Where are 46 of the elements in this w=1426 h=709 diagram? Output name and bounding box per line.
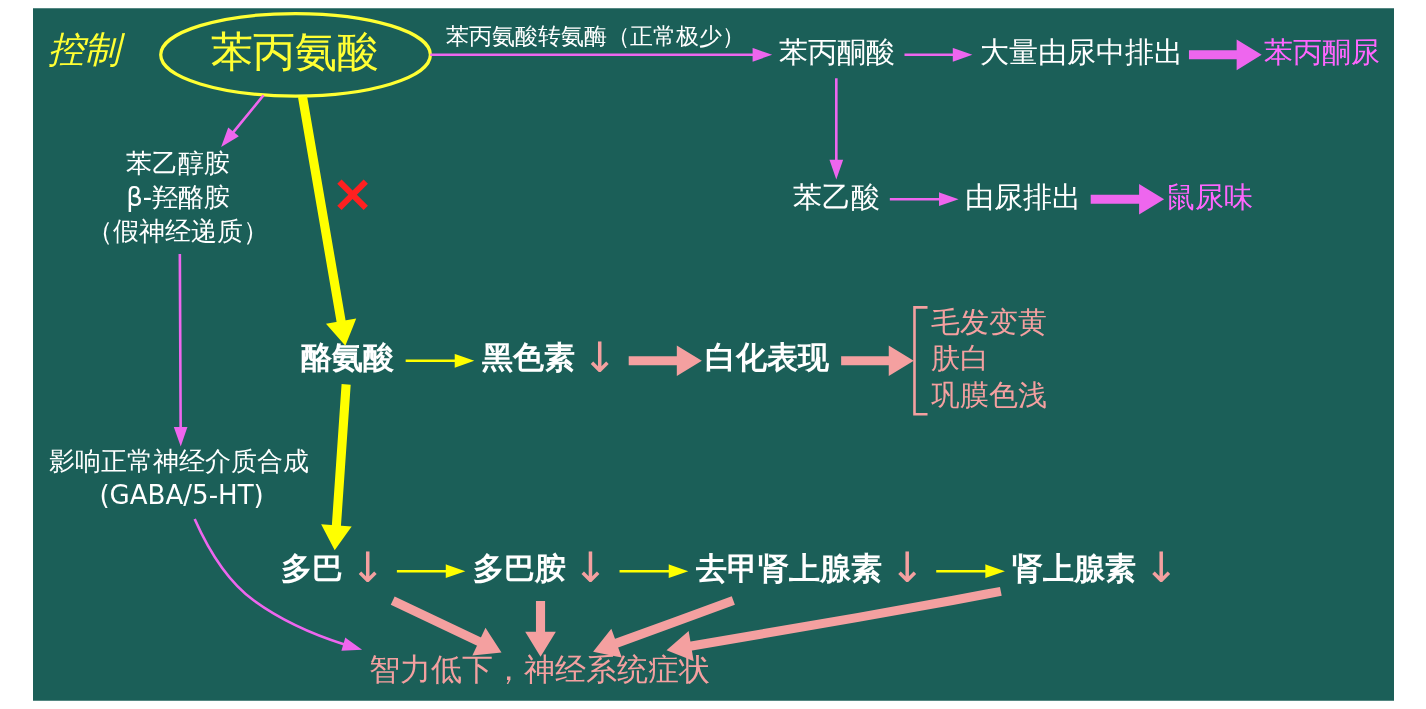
- node-text: 苯丙酮酸: [778, 35, 895, 70]
- arrow: [320, 384, 352, 551]
- node-text: 苯丙酮尿: [1263, 35, 1380, 70]
- node-label: ↓: [349, 543, 385, 593]
- arrow: [396, 564, 465, 579]
- arrow: [193, 518, 362, 651]
- node-text: 大量由尿中排出: [979, 35, 1183, 70]
- node-text: 由尿排出: [964, 179, 1081, 214]
- edge-label: 苯丙氨酸转氨酶（正常极少）: [445, 21, 745, 50]
- arrow: [619, 564, 688, 579]
- arrow: [1188, 39, 1262, 71]
- node-text: 白化表现: [704, 338, 829, 375]
- arrow: [1090, 183, 1164, 215]
- arrow: [429, 47, 772, 62]
- node-text: 多巴: [280, 549, 343, 586]
- node-label: ↓: [889, 543, 925, 593]
- node-text: 多巴胺: [472, 549, 566, 586]
- node-text: 苯乙酸: [792, 179, 880, 214]
- node-text: 智力低下，神经系统症状: [368, 651, 710, 688]
- arrow: [220, 94, 265, 148]
- node-text: 去甲肾上腺素: [695, 549, 882, 586]
- edge-label: ×: [330, 162, 374, 223]
- node-label: ↓: [581, 332, 617, 382]
- node-text: 肾上腺素: [1011, 549, 1136, 586]
- node-text: 影响正常神经介质合成 (GABA/5-HT): [48, 446, 309, 511]
- node-label: ↓: [1143, 543, 1179, 593]
- arrow: [903, 47, 972, 62]
- arrow: [173, 253, 187, 447]
- arrow: [828, 78, 843, 180]
- arrow: [628, 345, 702, 377]
- arrow: [297, 95, 356, 346]
- node-text: 苯乙醇胺 β-羟酪胺 （假神经递质）: [86, 147, 269, 246]
- node-text: 酪氨酸: [300, 338, 394, 375]
- arrow: [840, 345, 914, 377]
- node-text: 黑色素: [481, 339, 575, 376]
- arrow: [405, 353, 474, 368]
- node-ellipse: 苯丙氨酸: [158, 11, 432, 98]
- node-label: ↓: [572, 543, 608, 593]
- arrow: [666, 586, 1002, 662]
- arrow: [524, 601, 556, 657]
- arrow: [592, 596, 735, 658]
- node-text: 鼠尿味: [1165, 179, 1253, 214]
- arrow: [935, 564, 1005, 579]
- node-text: 毛发变黄 肤白 巩膜色浅: [930, 304, 1047, 412]
- arrow: [889, 192, 959, 207]
- arrow: [390, 596, 501, 656]
